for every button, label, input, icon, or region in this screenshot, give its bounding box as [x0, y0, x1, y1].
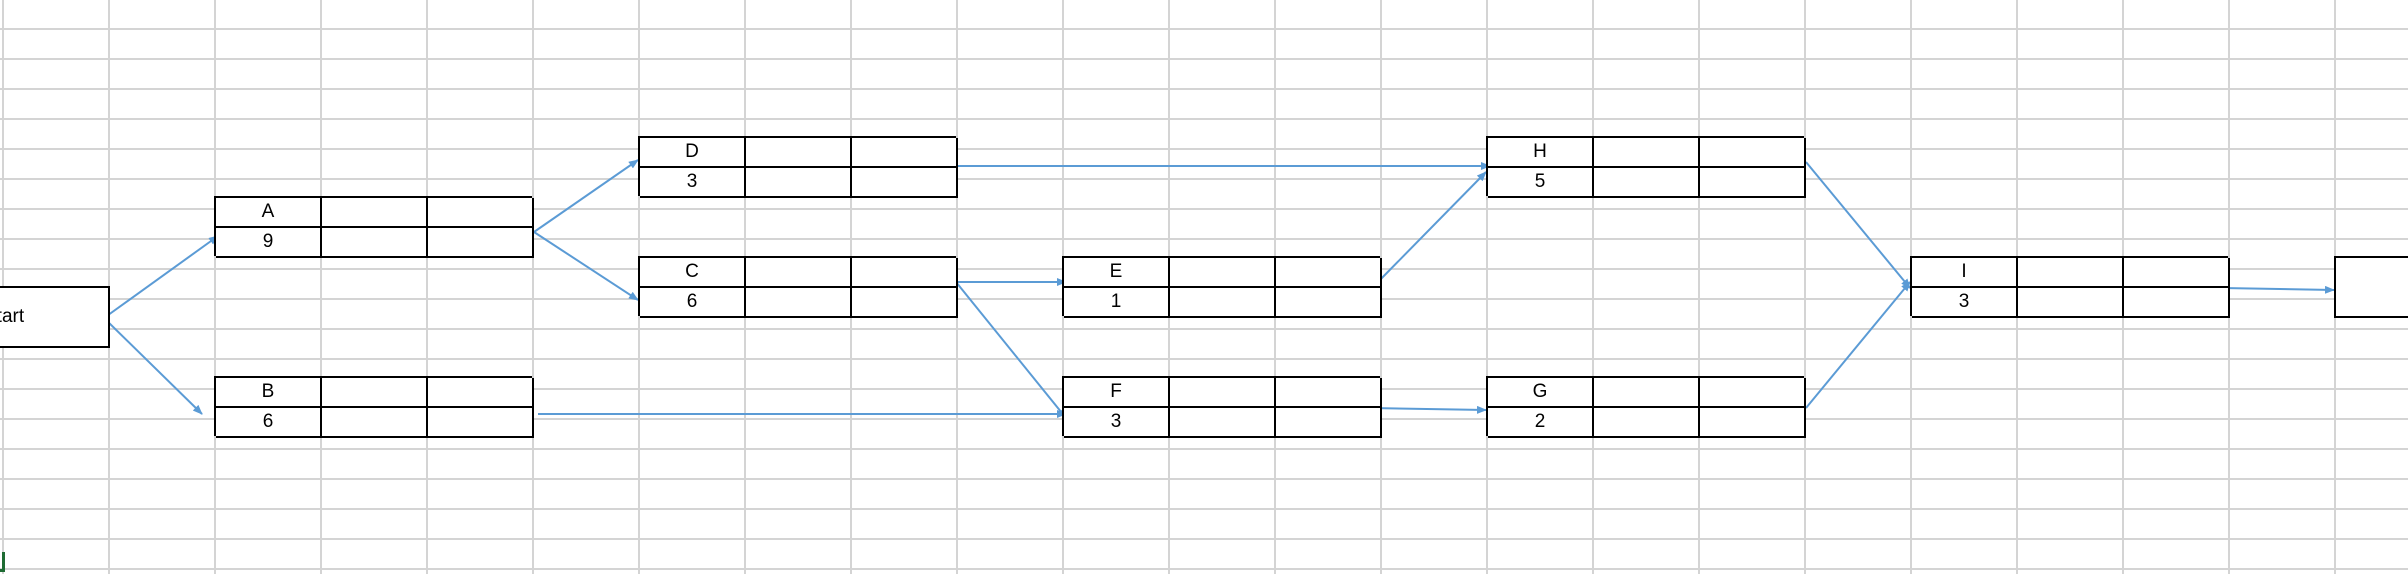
- activity-node-d: D 3: [638, 136, 958, 198]
- arrow-c-to-f: [955, 281, 1067, 419]
- empty-cell: [428, 228, 534, 258]
- activity-duration: 6: [640, 288, 746, 318]
- activity-duration: 3: [640, 168, 746, 198]
- arrow-f-to-g: [1369, 405, 1487, 414]
- arrow-start-to-b: [103, 317, 203, 415]
- activity-node-h: H 5: [1486, 136, 1806, 198]
- empty-cell: [428, 198, 534, 228]
- activity-node-g: G 2: [1486, 376, 1806, 438]
- activity-node-b: B 6: [214, 376, 534, 438]
- empty-cell: [1594, 378, 1700, 408]
- activity-name: F: [1064, 378, 1170, 408]
- empty-cell: [1276, 378, 1382, 408]
- empty-cell: [1594, 138, 1700, 168]
- arrow-i-to-end: [2221, 285, 2335, 294]
- selection-corner-mark: [0, 552, 5, 572]
- activity-duration: 3: [1064, 408, 1170, 438]
- empty-cell: [1700, 378, 1806, 408]
- arrow-h-to-i: [1805, 161, 1911, 289]
- empty-cell: [1170, 378, 1276, 408]
- activity-duration: 5: [1488, 168, 1594, 198]
- activity-name: H: [1488, 138, 1594, 168]
- empty-cell: [746, 288, 852, 318]
- empty-cell: [852, 138, 958, 168]
- activity-name: B: [216, 378, 322, 408]
- empty-cell: [1276, 288, 1382, 318]
- arrow-a-to-c: [533, 231, 639, 301]
- empty-cell: [1276, 408, 1382, 438]
- empty-cell: [852, 168, 958, 198]
- activity-duration: 2: [1488, 408, 1594, 438]
- empty-cell: [428, 378, 534, 408]
- empty-cell: [1170, 258, 1276, 288]
- activity-name: E: [1064, 258, 1170, 288]
- empty-cell: [1276, 258, 1382, 288]
- empty-cell: [1700, 408, 1806, 438]
- empty-cell: [1170, 288, 1276, 318]
- empty-cell: [1170, 408, 1276, 438]
- empty-cell: [428, 408, 534, 438]
- empty-cell: [746, 258, 852, 288]
- activity-node-i: I 3: [1910, 256, 2230, 318]
- start-node: Start: [0, 286, 110, 348]
- empty-cell: [1594, 408, 1700, 438]
- activity-name: D: [640, 138, 746, 168]
- empty-cell: [322, 378, 428, 408]
- activity-name: I: [1912, 258, 2018, 288]
- end-node: [2334, 256, 2408, 318]
- activity-duration: 1: [1064, 288, 1170, 318]
- arrow-start-to-a: [103, 235, 219, 319]
- empty-cell: [2124, 288, 2230, 318]
- empty-cell: [2124, 258, 2230, 288]
- activity-name: C: [640, 258, 746, 288]
- empty-cell: [2018, 288, 2124, 318]
- empty-cell: [1700, 138, 1806, 168]
- empty-cell: [852, 288, 958, 318]
- empty-cell: [746, 168, 852, 198]
- empty-cell: [2018, 258, 2124, 288]
- arrow-g-to-i: [1805, 281, 1911, 409]
- activity-name: G: [1488, 378, 1594, 408]
- activity-duration: 6: [216, 408, 322, 438]
- empty-cell: [322, 408, 428, 438]
- activity-node-f: F 3: [1062, 376, 1382, 438]
- activity-duration: 3: [1912, 288, 2018, 318]
- activity-node-c: C 6: [638, 256, 958, 318]
- activity-node-a: A 9: [214, 196, 534, 258]
- empty-cell: [1700, 168, 1806, 198]
- activity-name: A: [216, 198, 322, 228]
- arrow-e-to-h: [1375, 171, 1487, 285]
- empty-cell: [322, 198, 428, 228]
- empty-cell: [322, 228, 428, 258]
- activity-node-e: E 1: [1062, 256, 1382, 318]
- empty-cell: [746, 138, 852, 168]
- activity-duration: 9: [216, 228, 322, 258]
- arrow-a-to-d: [533, 159, 639, 233]
- empty-cell: [1594, 168, 1700, 198]
- start-label: Start: [0, 306, 25, 327]
- empty-cell: [852, 258, 958, 288]
